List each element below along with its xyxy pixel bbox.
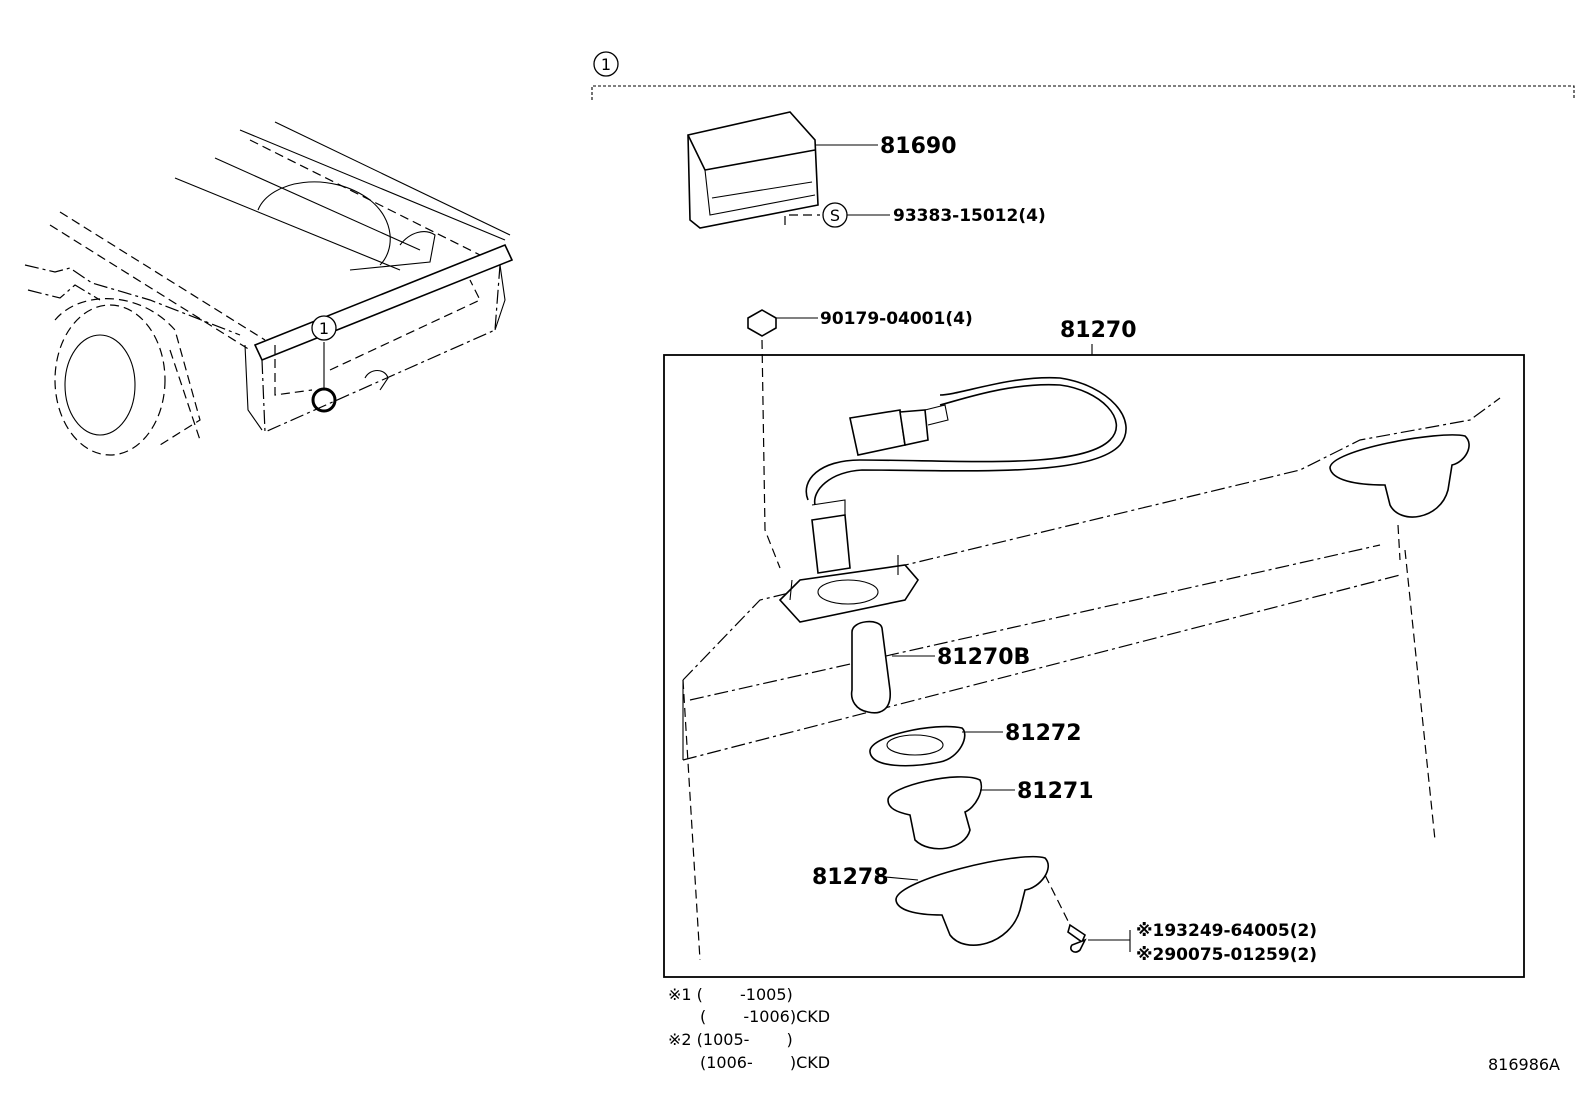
callout-circle-left xyxy=(311,315,337,341)
label-housing: 81278 xyxy=(812,865,889,890)
label-lens: 81271 xyxy=(1017,779,1094,804)
cover-part-81690: 81690 S 93383-15012(4) xyxy=(687,111,1046,229)
callout-marker-top: 1 xyxy=(601,55,611,74)
label-nut: 90179-04001(4) xyxy=(820,309,973,329)
label-bulb: 81270B xyxy=(937,645,1030,670)
note-2a: ※2 (1005- ) xyxy=(668,1030,793,1049)
label-cover: 81690 xyxy=(880,134,957,159)
label-screw2: ※290075-01259(2) xyxy=(1136,945,1317,965)
nut-part: 90179-04001(4) xyxy=(747,309,973,569)
screw-part: ※193249-64005(2) ※290075-01259(2) xyxy=(1067,921,1317,965)
socket-harness xyxy=(778,376,1127,623)
label-screw-cover: 93383-15012(4) xyxy=(893,206,1046,226)
lens-part: 81271 xyxy=(887,776,1094,850)
bulb-part: 81270B xyxy=(850,620,1030,714)
assembly-bracket: 1 xyxy=(591,51,1575,100)
label-lamp-assy: 81270 xyxy=(1060,318,1137,343)
label-gasket: 81272 xyxy=(1005,721,1082,746)
note-2b: (1006- )CKD xyxy=(700,1053,830,1072)
label-screw1: ※193249-64005(2) xyxy=(1136,921,1317,941)
lamp-assembly-box: 81270 xyxy=(663,318,1525,978)
figure-id: 816986A xyxy=(1488,1055,1560,1074)
note-1b: ( -1006)CKD xyxy=(700,1007,830,1026)
lamp-location-marker xyxy=(311,387,337,413)
shim-marker: S xyxy=(830,206,840,225)
truck-overview: 1 xyxy=(24,121,514,456)
footnotes: ※1 ( -1005) ( -1006)CKD ※2 (1005- ) (100… xyxy=(668,985,830,1072)
note-1a: ※1 ( -1005) xyxy=(668,985,793,1004)
right-lamp-detail xyxy=(1329,434,1470,561)
callout-marker-left: 1 xyxy=(319,319,329,338)
gasket-part: 81272 xyxy=(869,721,1082,767)
tailgate-detail xyxy=(682,397,1501,961)
housing-part: 81278 xyxy=(812,855,1071,946)
